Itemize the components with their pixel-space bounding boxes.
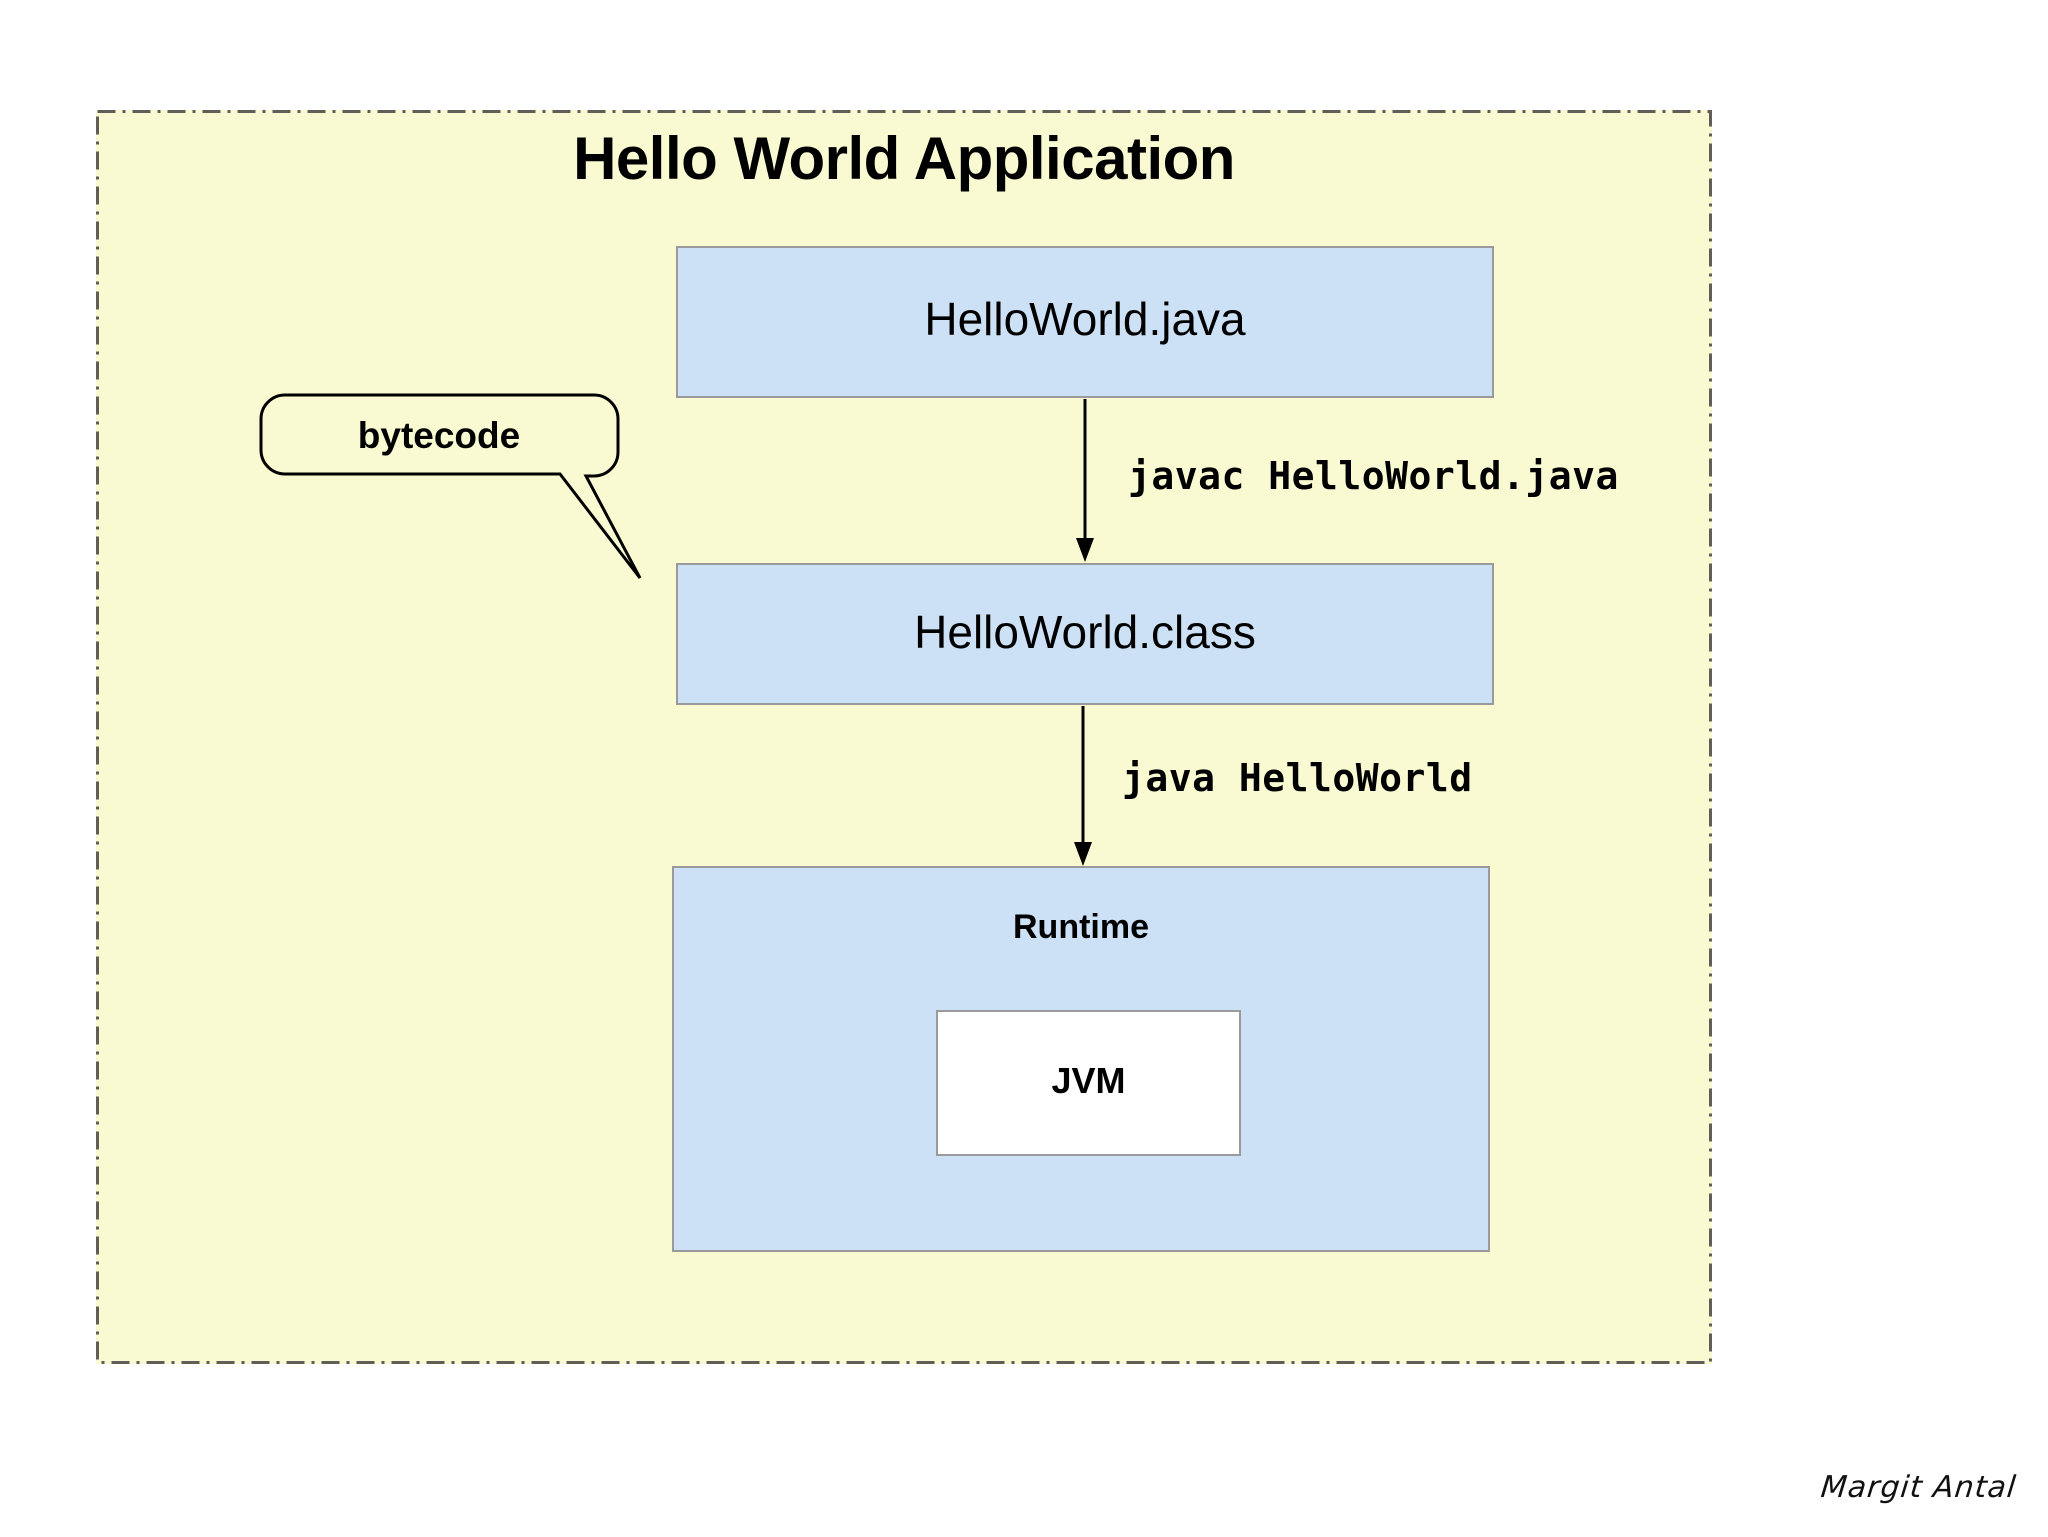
callout-label-bytecode: bytecode [357, 415, 521, 456]
page-title: Hello World Application [573, 125, 1235, 192]
node-label-helloworld-java: HelloWorld.java [924, 293, 1246, 345]
node-jvm[interactable]: JVM [936, 1010, 1241, 1156]
edge-label-javac: javac HelloWorld.java [1128, 454, 1619, 498]
node-label-runtime: Runtime [1013, 908, 1149, 946]
node-helloworld-class[interactable]: HelloWorld.class [676, 563, 1494, 705]
node-runtime[interactable]: Runtime JVM [672, 866, 1490, 1252]
node-label-helloworld-class: HelloWorld.class [914, 606, 1256, 658]
node-label-jvm: JVM [1051, 1060, 1126, 1101]
node-helloworld-java[interactable]: HelloWorld.java [676, 246, 1494, 398]
edge-label-java: java HelloWorld [1122, 756, 1473, 800]
author-signature: Margit Antal [1818, 1470, 2018, 1505]
